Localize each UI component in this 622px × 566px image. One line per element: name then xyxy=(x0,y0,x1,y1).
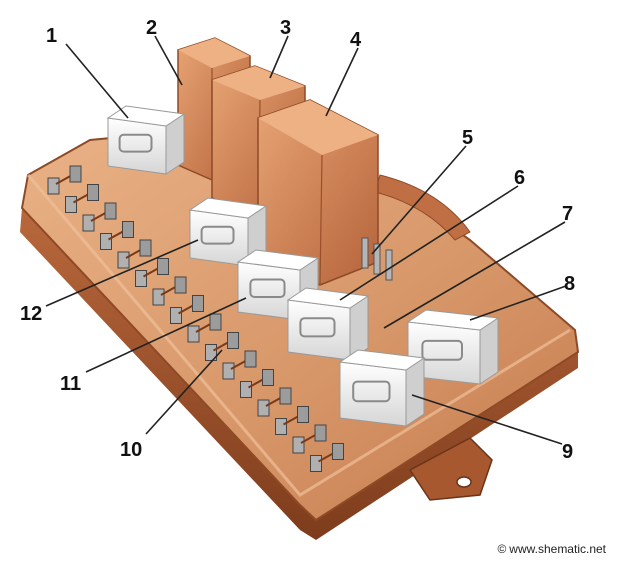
watermark-text: www.shematic.net xyxy=(509,542,606,556)
callout-8: 8 xyxy=(564,273,575,295)
relay-8 xyxy=(406,309,500,385)
fuse-terminal xyxy=(310,443,344,472)
fuse-terminal xyxy=(65,184,99,213)
fuse-terminal xyxy=(187,313,222,343)
fuse-terminal xyxy=(222,350,257,380)
copyright-icon: © xyxy=(497,542,507,556)
callout-5: 5 xyxy=(462,127,473,149)
relay-1 xyxy=(106,105,186,175)
fuse-terminal xyxy=(292,424,327,454)
fuse-terminal xyxy=(117,239,152,269)
fuse-terminals xyxy=(47,165,344,472)
callout-7: 7 xyxy=(562,203,573,225)
callout-10: 10 xyxy=(120,439,142,461)
callout-2: 2 xyxy=(146,17,157,39)
callout-11: 11 xyxy=(60,373,81,395)
callout-9: 9 xyxy=(562,441,573,463)
fuse-terminal xyxy=(275,406,309,435)
fuse-terminal xyxy=(82,202,117,232)
callout-6: 6 xyxy=(514,167,525,189)
fuse-terminal xyxy=(100,221,134,250)
leader-lines xyxy=(45,35,567,445)
watermark: ©www.shematic.net xyxy=(497,542,606,556)
fuse-terminal xyxy=(205,332,239,361)
fuse-terminal xyxy=(152,276,187,306)
fuse-terminal xyxy=(170,295,204,324)
fuse-terminal xyxy=(257,387,292,417)
callout-3: 3 xyxy=(280,17,291,39)
callout-12: 12 xyxy=(20,303,42,325)
callout-1: 1 xyxy=(46,25,57,47)
callout-4: 4 xyxy=(350,29,362,51)
fuse-terminal xyxy=(47,165,82,195)
connector-5 xyxy=(361,237,393,281)
relay-6 xyxy=(286,287,370,361)
fuse-terminal xyxy=(240,369,274,398)
fuse-terminal xyxy=(135,258,169,287)
relay-9 xyxy=(338,349,426,427)
